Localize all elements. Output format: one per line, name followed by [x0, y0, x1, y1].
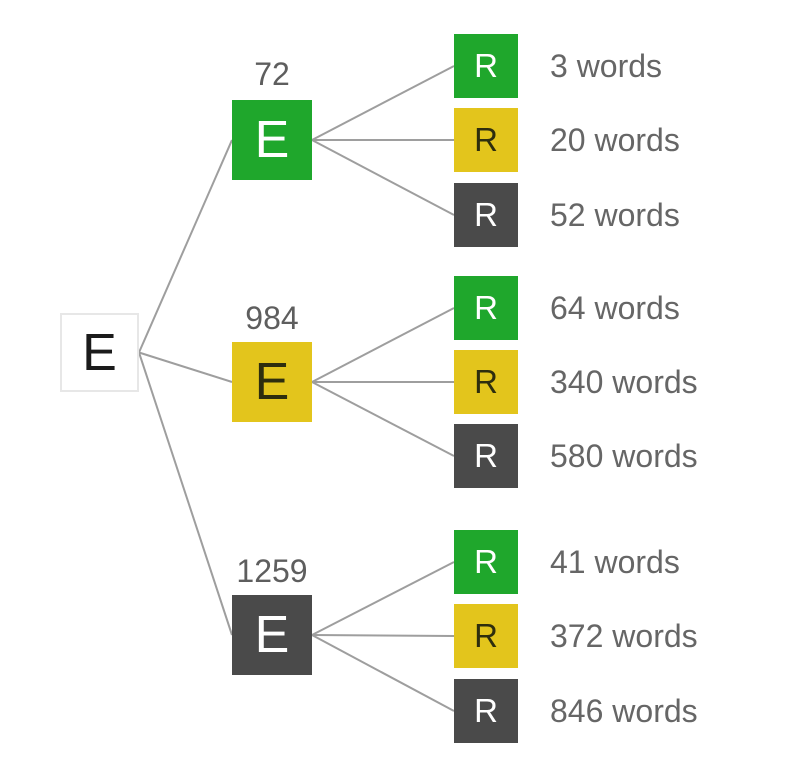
- leaf-node-r-dark[interactable]: R: [454, 424, 518, 488]
- leaf-word-count: 64 words: [550, 290, 680, 326]
- leaf-node-r-green[interactable]: R: [454, 276, 518, 340]
- edge-branch-1-leaf-3: [311, 139, 455, 216]
- branch-count-label: 984: [245, 300, 299, 336]
- node-letter: R: [474, 617, 498, 654]
- node-letter: R: [474, 692, 498, 729]
- edge-branch-1-leaf-1: [311, 65, 455, 141]
- node-letter: R: [474, 196, 498, 233]
- leaf-word-count: 340 words: [550, 364, 698, 400]
- node-letter: E: [254, 353, 290, 411]
- leaf-node-r-green[interactable]: R: [454, 530, 518, 594]
- leaf-node-r-green[interactable]: R: [454, 34, 518, 98]
- edge-branch-2-leaf-1: [311, 307, 455, 383]
- edge-branch-3-leaf-2: [311, 634, 455, 637]
- node-letter: E: [82, 323, 117, 382]
- edge-root-to-branch-3: [138, 352, 233, 636]
- node-letter: R: [474, 289, 498, 326]
- leaf-word-count: 580 words: [550, 438, 698, 474]
- leaf-word-count: 20 words: [550, 122, 680, 158]
- leaf-word-count: 41 words: [550, 544, 680, 580]
- edge-root-to-branch-1: [138, 139, 233, 353]
- edge-branch-3-leaf-3: [311, 634, 455, 712]
- leaf-word-count: 3 words: [550, 48, 663, 84]
- edge-root-to-branch-2: [138, 351, 233, 383]
- leaf-node-r-dark[interactable]: R: [454, 679, 518, 743]
- node-letter: E: [254, 111, 290, 169]
- edge-branch-3-leaf-1: [311, 561, 455, 636]
- leaf-node-r-yellow[interactable]: R: [454, 108, 518, 172]
- leaf-node-r-yellow[interactable]: R: [454, 350, 518, 414]
- branch-node-e-yellow[interactable]: E: [232, 342, 312, 422]
- leaf-word-count: 372 words: [550, 618, 698, 654]
- node-letter: R: [474, 121, 498, 158]
- branch-node-e-green[interactable]: E: [232, 100, 312, 180]
- leaf-node-r-dark[interactable]: R: [454, 183, 518, 247]
- root-node-e[interactable]: E: [60, 313, 139, 392]
- node-letter: R: [474, 437, 498, 474]
- edge-branch-2-leaf-3: [311, 381, 455, 457]
- node-letter: E: [254, 606, 290, 664]
- branch-count-label: 1259: [236, 553, 308, 589]
- branch-node-e-dark[interactable]: E: [232, 595, 312, 675]
- node-letter: R: [474, 363, 498, 400]
- branch-count-label: 72: [254, 56, 290, 92]
- leaf-word-count: 52 words: [550, 197, 680, 233]
- node-letter: R: [474, 47, 498, 84]
- node-letter: R: [474, 543, 498, 580]
- leaf-word-count: 846 words: [550, 693, 698, 729]
- leaf-node-r-yellow[interactable]: R: [454, 604, 518, 668]
